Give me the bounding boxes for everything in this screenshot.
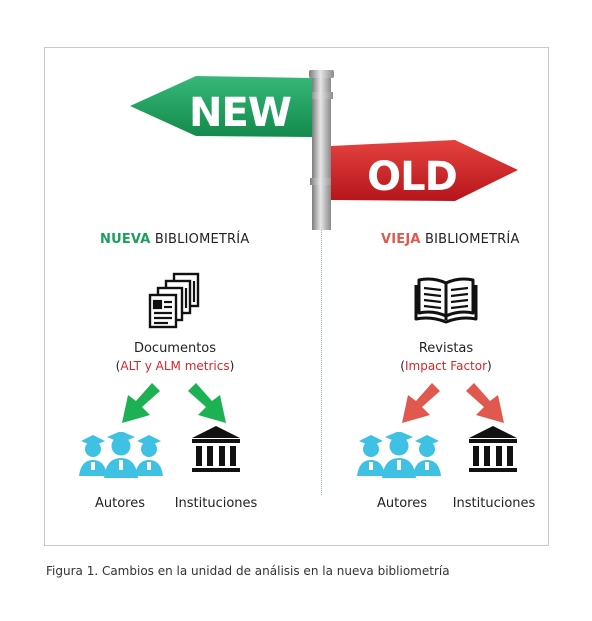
documents-icon — [148, 272, 200, 329]
sign-pole-band — [310, 178, 333, 185]
signpost: NEW OLD — [130, 70, 518, 230]
vieja-output-autores: Autores — [376, 496, 427, 511]
vieja-unit-label: Revistas — [418, 341, 474, 356]
column-divider — [321, 230, 322, 495]
vieja-heading-rest: BIBLIOMETRÍA — [420, 232, 520, 247]
vieja-heading: VIEJA BIBLIOMETRÍA — [381, 232, 520, 247]
old-sign-arrow — [331, 140, 518, 201]
book-icon — [414, 277, 478, 324]
new-sign-text: NEW — [189, 90, 291, 136]
nueva-heading-highlight: NUEVA — [100, 232, 151, 247]
arrow-icon — [402, 383, 440, 423]
nueva-metric-line: (ALT y ALM metrics) — [95, 359, 255, 373]
new-sign-arrow — [130, 76, 312, 137]
people-icon — [79, 432, 163, 478]
vieja-metric-close: ) — [487, 359, 492, 373]
nueva-output-instituciones: Instituciones — [174, 496, 258, 511]
institution-icon — [469, 426, 517, 472]
nueva-metric: ALT y ALM metrics — [120, 359, 230, 373]
old-sign-text: OLD — [367, 154, 457, 200]
vieja-metric: Impact Factor — [404, 359, 488, 373]
arrow-icon — [122, 383, 160, 423]
nueva-output-autores: Autores — [94, 496, 145, 511]
arrow-icon — [188, 383, 226, 423]
sign-pole-cap — [309, 70, 334, 78]
nueva-heading: NUEVA BIBLIOMETRÍA — [100, 232, 249, 247]
nueva-metric-close: ) — [229, 359, 235, 373]
vieja-heading-highlight: VIEJA — [381, 232, 421, 247]
institution-icon — [192, 426, 240, 472]
figure-caption: Figura 1. Cambios en la unidad de anális… — [46, 564, 450, 578]
arrow-icon — [466, 383, 504, 423]
vieja-metric-line: (Impact Factor) — [366, 359, 526, 373]
nueva-metric-open: ( — [115, 359, 121, 373]
sign-pole — [312, 72, 331, 230]
nueva-unit-label: Documentos — [133, 341, 217, 356]
sign-pole-band — [310, 92, 333, 99]
nueva-heading-rest: BIBLIOMETRÍA — [150, 232, 250, 247]
people-icon — [357, 432, 441, 478]
vieja-output-instituciones: Instituciones — [452, 496, 536, 511]
vieja-metric-open: ( — [400, 359, 405, 373]
